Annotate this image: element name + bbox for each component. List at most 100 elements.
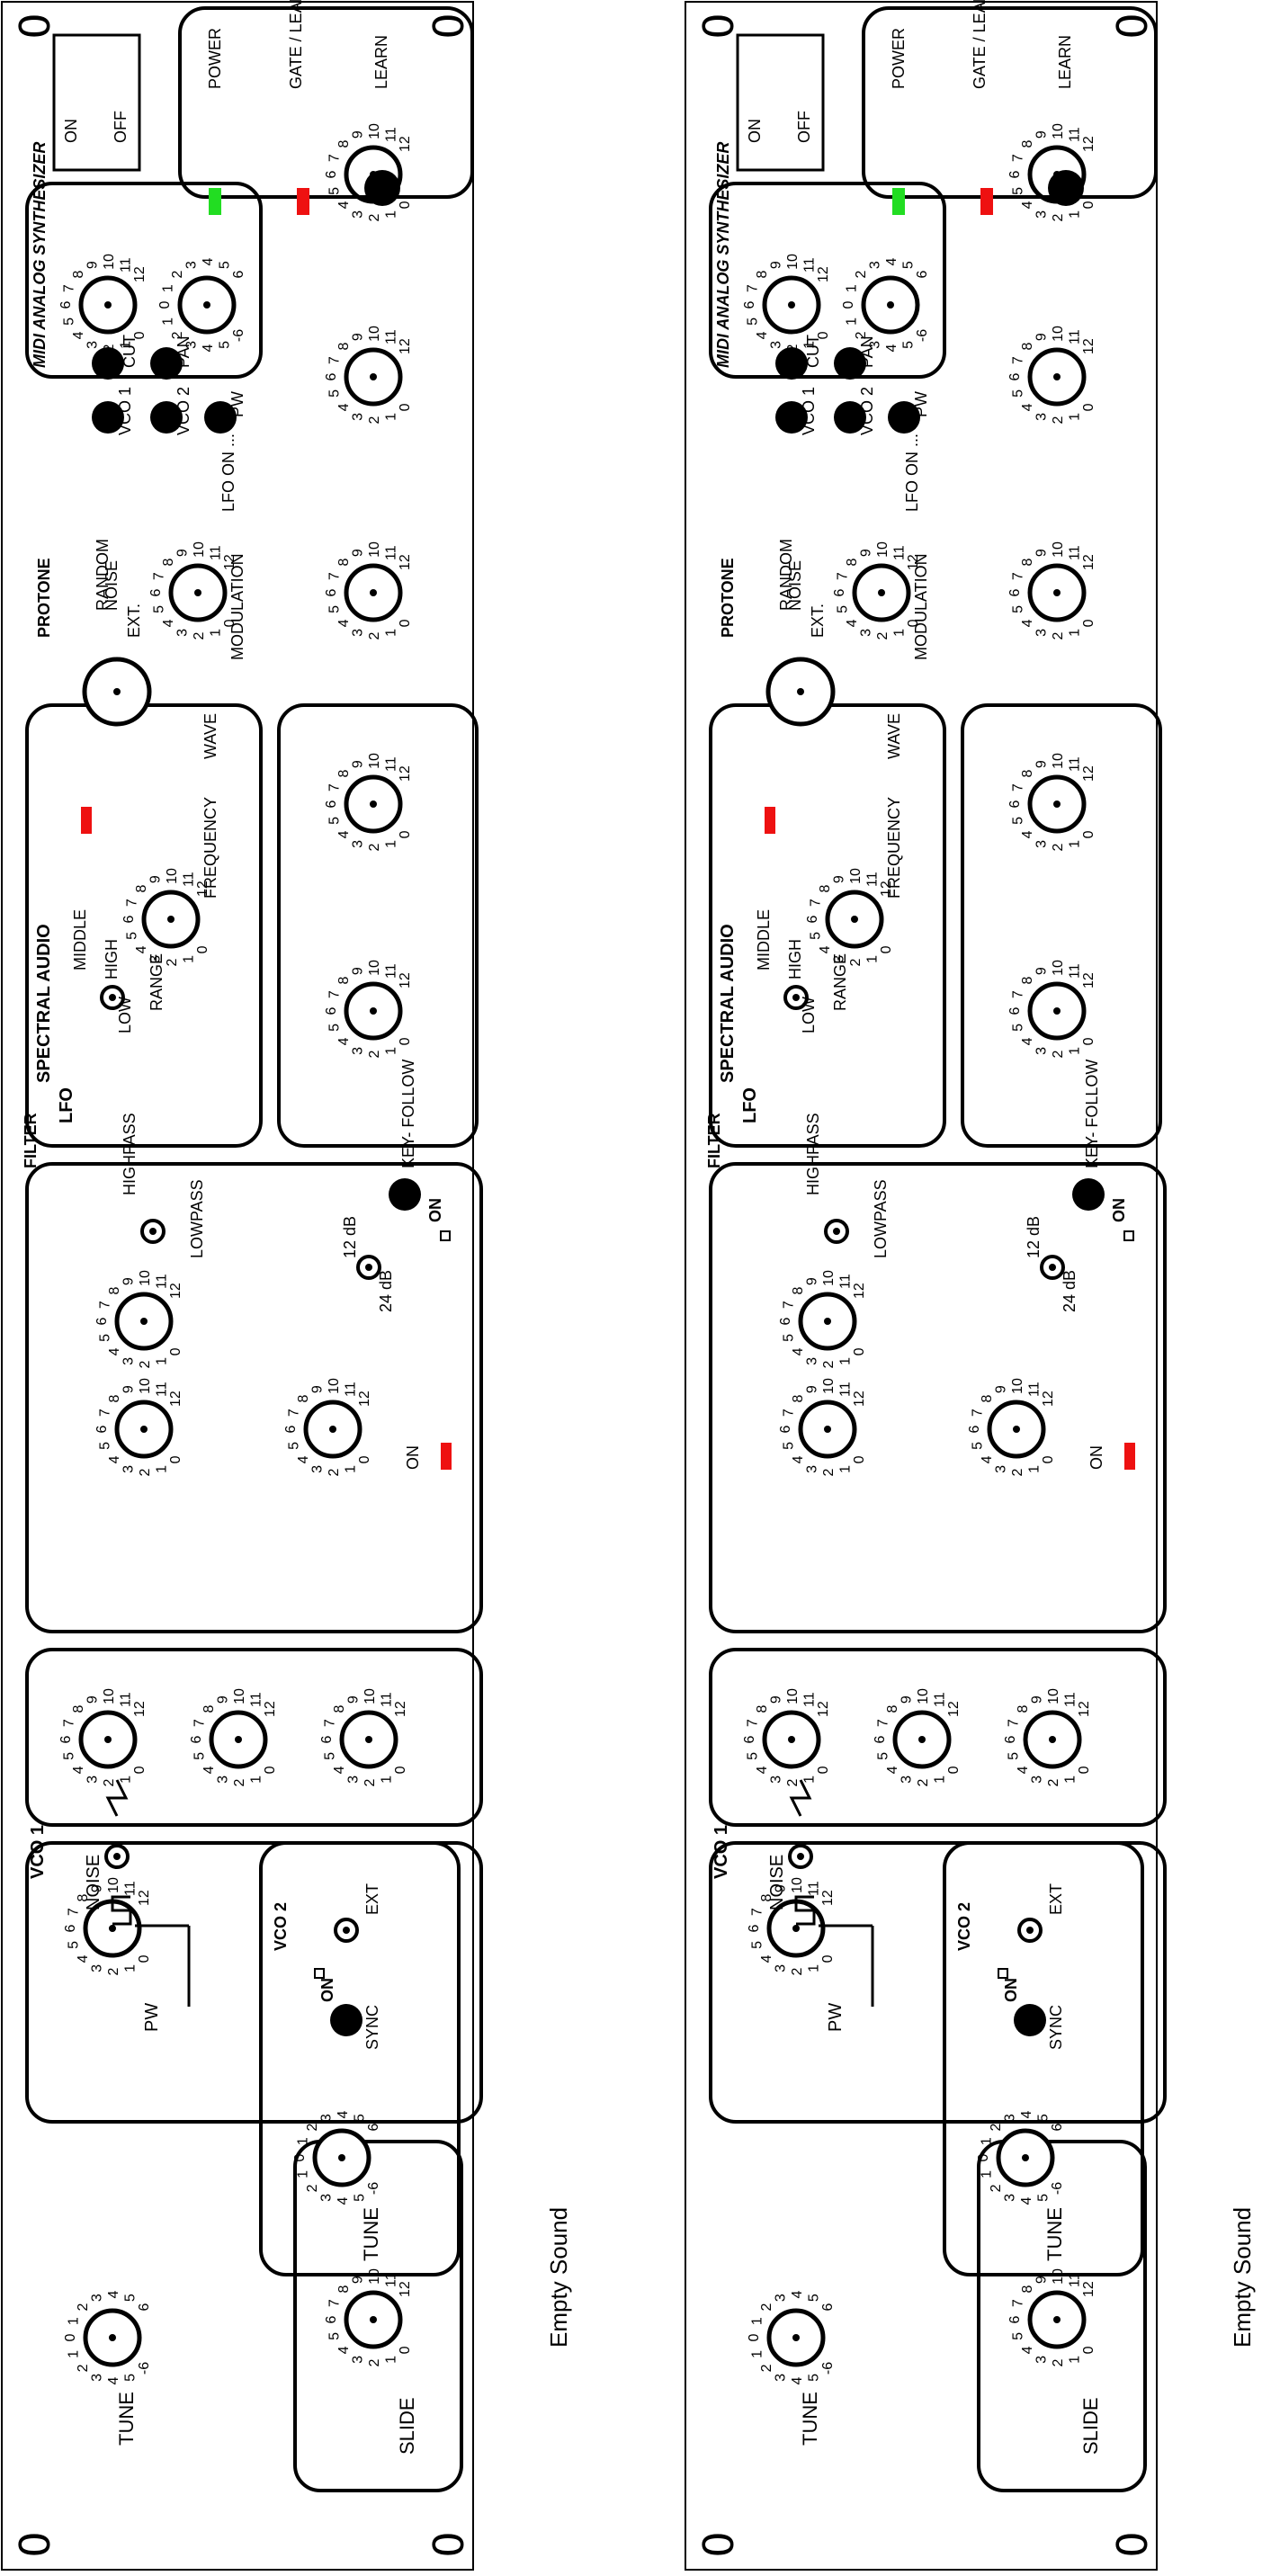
- knob-scale-label: 9: [90, 1884, 105, 1892]
- lfo-vco1-label: VCO 1: [116, 387, 134, 435]
- lfo-pan-button[interactable]: [150, 347, 183, 380]
- power-switch[interactable]: [736, 33, 825, 172]
- knob-scale-label: 0: [137, 1954, 152, 1963]
- vco2-title: VCO 2: [955, 1902, 973, 1951]
- knob-scale-label: 3: [90, 2294, 105, 2302]
- knob-scale-label: 5: [1011, 389, 1026, 398]
- knob-scale-label: 12: [398, 554, 413, 570]
- knob-scale-label: 7: [67, 1908, 82, 1916]
- vco2-on-checkbox[interactable]: [998, 1968, 1008, 1979]
- range-label: RANGE: [148, 953, 166, 1011]
- envelope-section: [961, 703, 1162, 1148]
- knob-scale-label: 6: [58, 1735, 74, 1743]
- key-follow-on-checkbox[interactable]: [1123, 1230, 1134, 1241]
- knob-scale-label: 9: [351, 760, 366, 768]
- knob-scale-label: 6: [189, 1735, 204, 1743]
- knob-scale-label: 9: [351, 2276, 366, 2284]
- lfo-pan-button[interactable]: [834, 347, 866, 380]
- lfo-vco1-button[interactable]: [775, 401, 808, 434]
- knob-scale-label: 5: [327, 1024, 343, 1032]
- knob-scale-label: 10: [785, 1688, 801, 1704]
- knob-scale-label: 7: [287, 1409, 302, 1417]
- pulse-wave-icon: [111, 1895, 132, 1926]
- vco2-tune-label: TUNE: [360, 2207, 382, 2261]
- knob-scale-label: 3: [1034, 210, 1050, 219]
- knob-scale-label: 7: [327, 154, 343, 162]
- learn-button[interactable]: [364, 170, 400, 206]
- learn-button[interactable]: [1048, 170, 1084, 206]
- lfo-vco1-button[interactable]: [92, 401, 124, 434]
- vco2-sync-button[interactable]: [330, 2004, 362, 2036]
- vco2-on-checkbox[interactable]: [314, 1968, 325, 1979]
- knob-scale-label: 8: [791, 1287, 806, 1295]
- knob-scale-label: 0: [398, 2346, 413, 2354]
- high-label: HIGH: [103, 939, 121, 979]
- knob-scale-label: 12: [168, 1283, 183, 1299]
- knob-scale-label: 3: [1034, 2356, 1050, 2364]
- lfo-pw-button[interactable]: [888, 401, 920, 434]
- lfo-vco2-button[interactable]: [150, 401, 183, 434]
- key-follow-button[interactable]: [389, 1178, 421, 1211]
- vco2-tune-label: TUNE: [1043, 2207, 1066, 2261]
- knob-scale-label: 0: [841, 300, 856, 309]
- vco2-sync-button[interactable]: [1014, 2004, 1046, 2036]
- knob-scale-label: 8: [845, 559, 860, 567]
- knob-scale-label: 7: [1007, 1719, 1022, 1727]
- knob-scale-label: 8: [71, 1705, 86, 1713]
- knob-scale-label: 9: [805, 1277, 820, 1285]
- ext-label: EXT.: [809, 604, 827, 638]
- lfo-cut-button[interactable]: [775, 347, 808, 380]
- knob-scale-label: 12: [398, 972, 413, 988]
- lfo-wave-knob[interactable]: [82, 657, 152, 727]
- knob-scale-label: 0: [816, 331, 831, 339]
- knob-scale-label: 4: [1020, 403, 1035, 411]
- key-follow-label: KEY- FOLLOW: [399, 1060, 417, 1168]
- knob-scale-label: 1: [1067, 1047, 1082, 1055]
- key-follow-button[interactable]: [1072, 1178, 1105, 1211]
- lfo-vco2-button[interactable]: [834, 401, 866, 434]
- knob-scale-label: 12: [195, 881, 210, 897]
- key-follow-on-checkbox[interactable]: [440, 1230, 451, 1241]
- power-switch[interactable]: [52, 33, 141, 172]
- knob-scale-label: 8: [885, 1705, 900, 1713]
- lfo-cut-button[interactable]: [92, 347, 124, 380]
- lfo-pw-button[interactable]: [204, 401, 237, 434]
- knob-scale-label: 3: [351, 210, 366, 219]
- lfo-wave-knob[interactable]: [765, 657, 836, 727]
